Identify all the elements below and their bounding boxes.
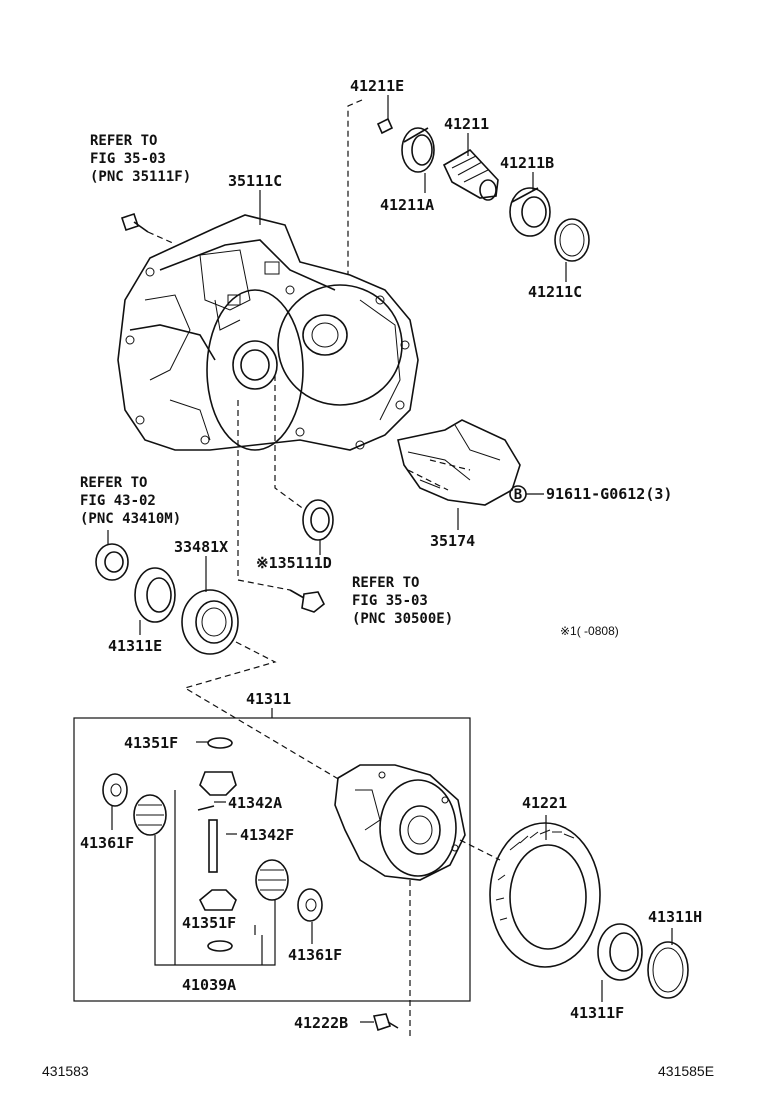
label-41311F: 41311F [570, 1004, 624, 1022]
bolt-30500E-drawing [289, 589, 326, 613]
label-41351F-bottom: 41351F [182, 914, 236, 932]
footer-right-code: 431585E [658, 1063, 714, 1079]
label-41311: 41311 [246, 690, 291, 708]
snap-ring-41311H-drawing [647, 941, 689, 999]
label-35111C: 35111C [228, 172, 282, 190]
note-serial-range: ※1( -0808) [560, 624, 619, 638]
bearing-41211B-drawing [509, 187, 551, 237]
bolt-marker-letter: B [514, 487, 522, 503]
label-41039A: 41039A [182, 976, 236, 994]
label-35174: 35174 [430, 532, 475, 550]
label-41221: 41221 [522, 794, 567, 812]
refer-30500E-line3: (PNC 30500E) [352, 611, 453, 627]
oil-seal-43410M-drawing [95, 543, 129, 581]
oil-seal-35111D-drawing [302, 499, 334, 541]
label-41211: 41211 [444, 115, 489, 133]
refer-43410M-line2: FIG 43-02 [80, 493, 156, 509]
differential-internals-drawing [102, 737, 323, 952]
oil-seal-33481X-drawing [181, 589, 239, 655]
refer-35111F-line2: FIG 35-03 [90, 151, 166, 167]
label-35111D: ※135111D [256, 554, 332, 572]
bearing-41311E-drawing [134, 567, 176, 623]
label-33481X: 33481X [174, 538, 228, 556]
label-41211B: 41211B [500, 154, 554, 172]
assembly-dashed-lines [183, 99, 501, 1040]
label-41222B: 41222B [294, 1014, 348, 1032]
transaxle-housing-drawing [117, 214, 419, 451]
snap-ring-41211C-drawing [554, 218, 590, 262]
cover-35174-drawing [397, 419, 521, 506]
label-41311E: 41311E [108, 637, 162, 655]
bolt-marker: B [509, 485, 527, 503]
bolt-41222B-drawing [372, 1013, 399, 1032]
housing-bolt-drawing [120, 212, 176, 245]
label-41342F: 41342F [240, 826, 294, 844]
label-41342A: 41342A [228, 794, 282, 812]
refer-35111F-line3: (PNC 35111F) [90, 169, 191, 185]
leader-lines [107, 95, 673, 1023]
label-41351F-top: 41351F [124, 734, 178, 752]
label-41311H: 41311H [648, 908, 702, 926]
refer-35111F-line1: REFER TO [90, 133, 157, 149]
label-41211A: 41211A [380, 196, 434, 214]
differential-case-41311-drawing [334, 764, 466, 881]
label-41211E: 41211E [350, 77, 404, 95]
drive-pinion-41211-drawing [442, 148, 499, 201]
label-41361F-left: 41361F [80, 834, 134, 852]
refer-30500E-line2: FIG 35-03 [352, 593, 428, 609]
label-41211C: 41211C [528, 283, 582, 301]
refer-30500E-line1: REFER TO [352, 575, 419, 591]
refer-43410M-line1: REFER TO [80, 475, 147, 491]
footer-left-code: 431583 [42, 1063, 89, 1079]
ring-gear-41221-drawing [489, 822, 601, 968]
plug-41211E-drawing [376, 117, 394, 135]
bearing-41211A-drawing [401, 127, 435, 173]
bearing-41311F-drawing [597, 923, 643, 981]
label-41361F-right: 41361F [288, 946, 342, 964]
refer-43410M-line3: (PNC 43410M) [80, 511, 181, 527]
label-91611-G0612: 91611-G0612(3) [546, 485, 672, 503]
